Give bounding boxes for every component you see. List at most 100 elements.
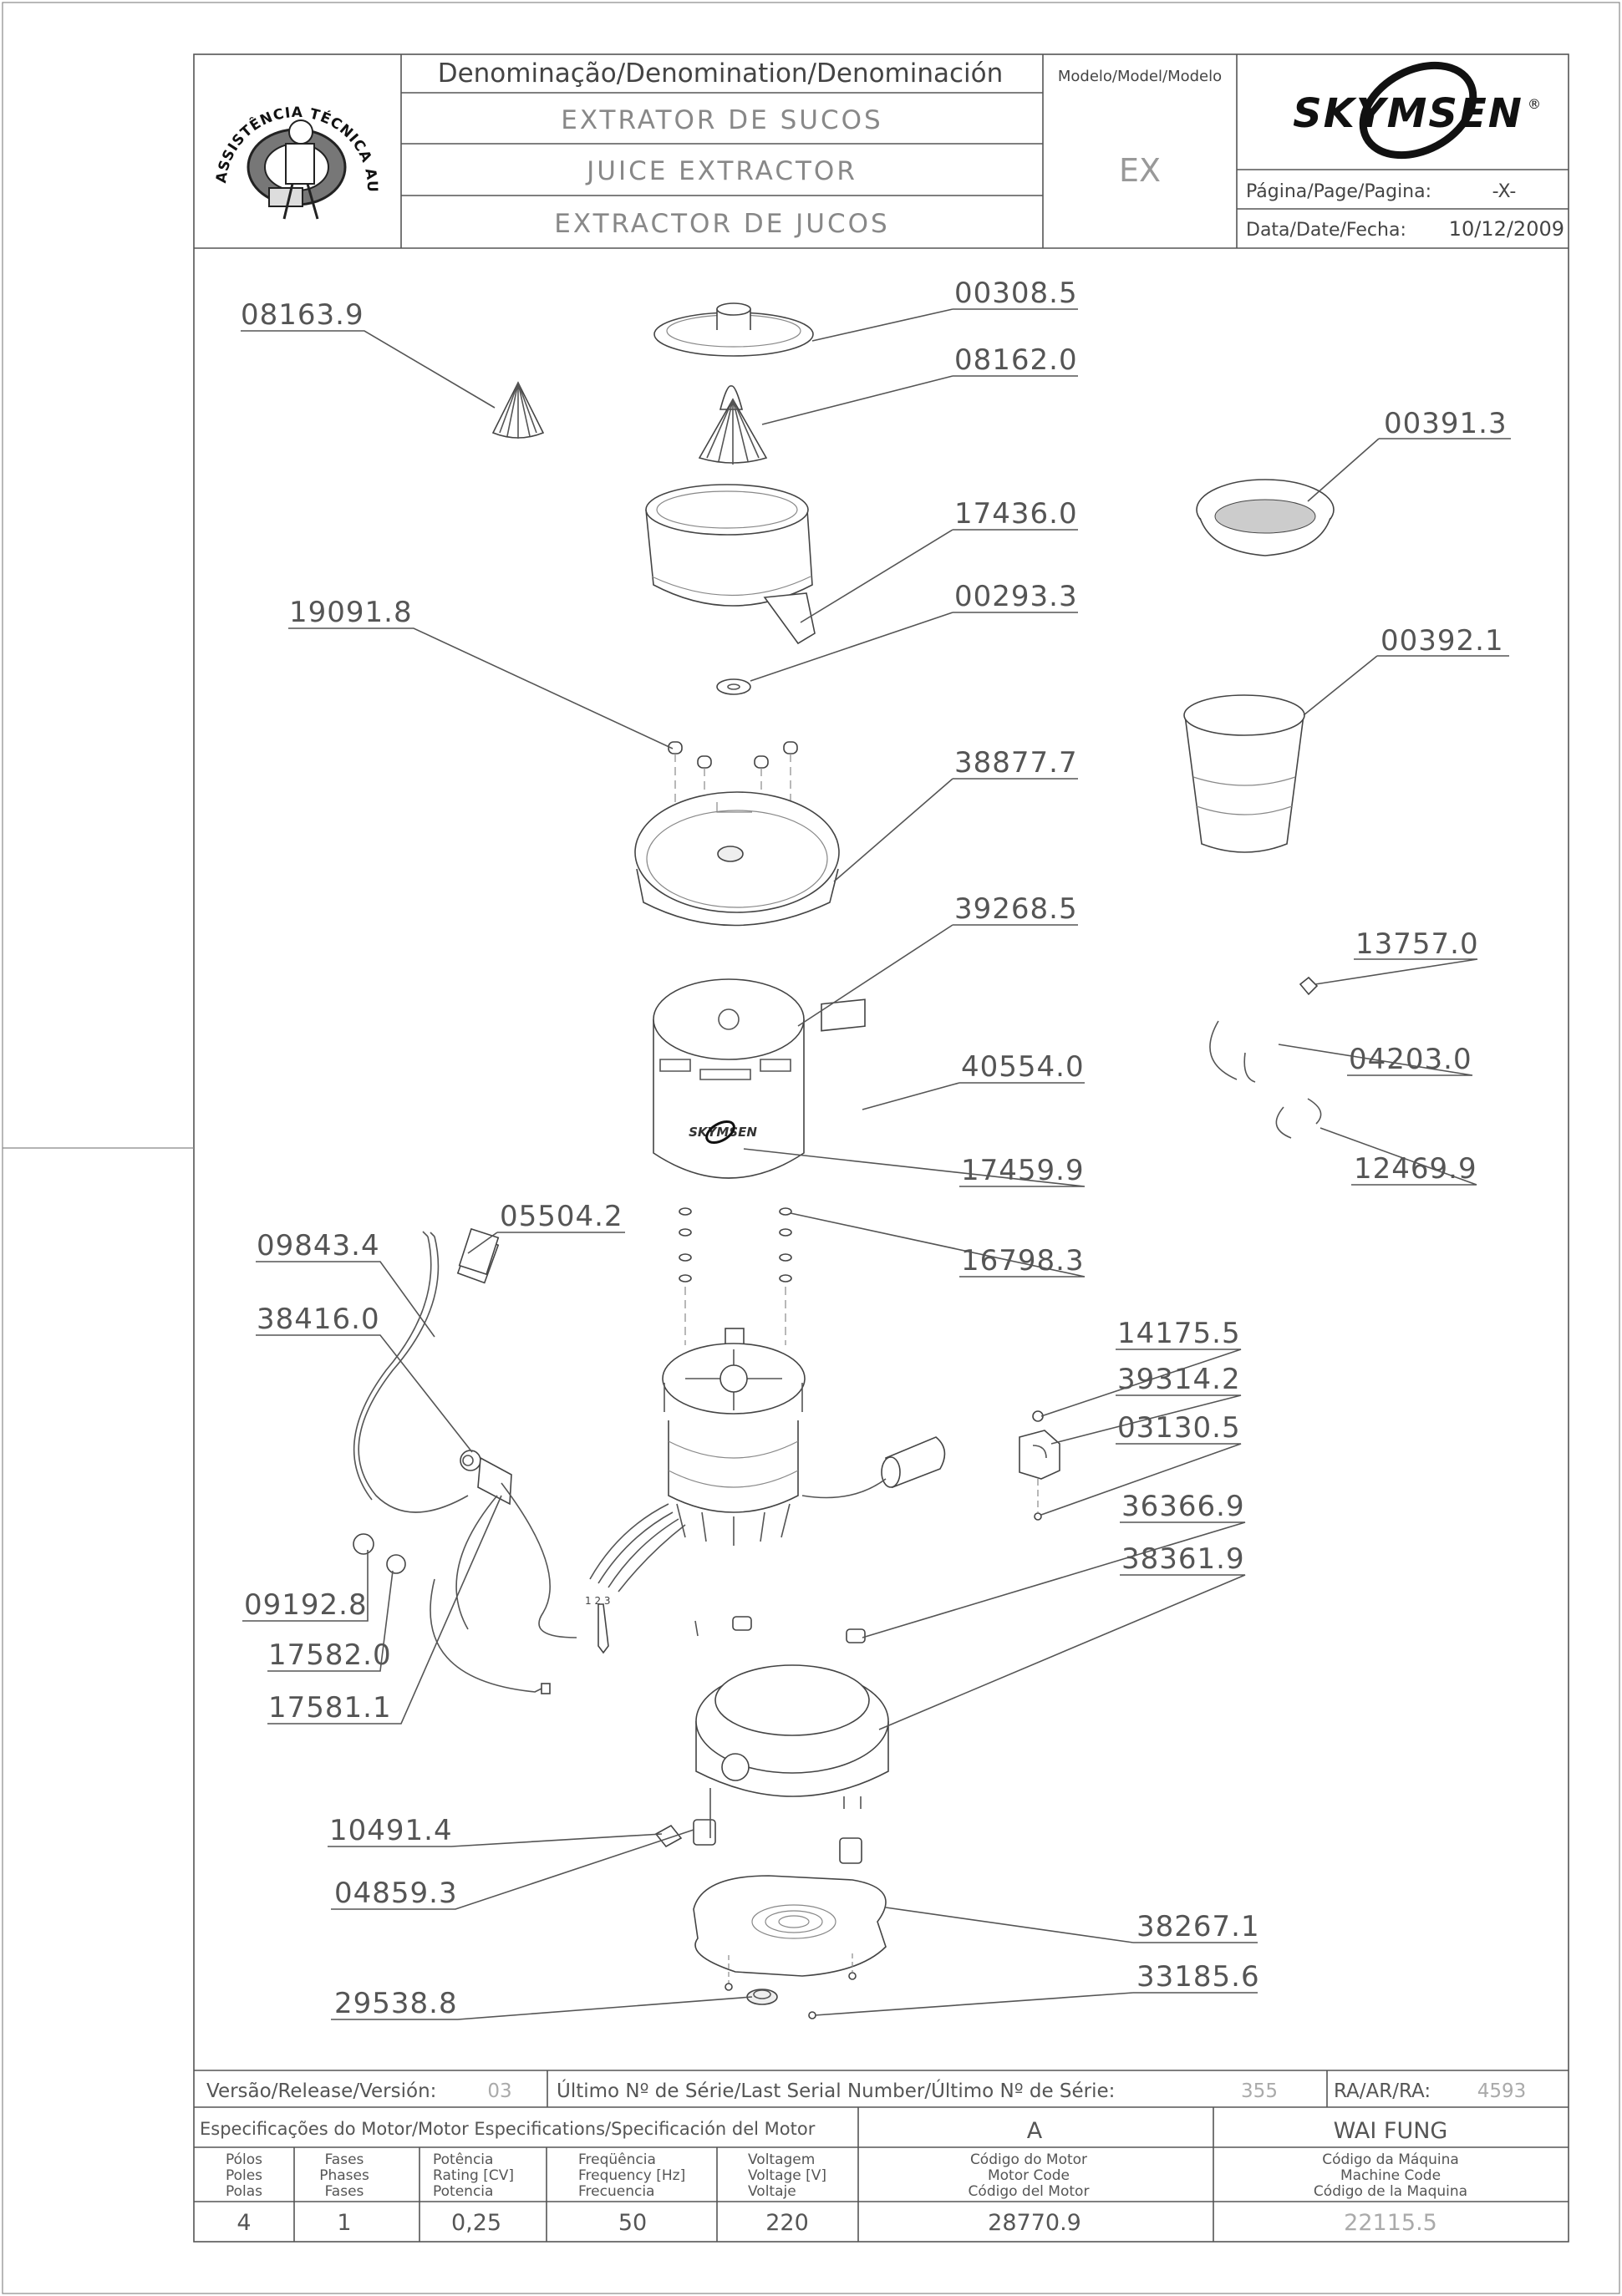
svg-text:Potencia: Potencia (433, 2183, 493, 2200)
part-label: 00392.1 (1380, 624, 1504, 658)
juice-bowl (645, 484, 816, 645)
part-label: 00293.3 (954, 580, 1078, 613)
part-label: 09192.8 (244, 1588, 368, 1622)
cable-grommet (746, 1989, 778, 2005)
motor-spec-label: Especificações do Motor/Motor Especifica… (200, 2119, 816, 2139)
lid (653, 302, 814, 357)
motor-cover: SKYMSEN (653, 978, 805, 1179)
screw (808, 2011, 816, 2019)
date-label: Data/Date/Fecha: (1246, 220, 1406, 241)
motor (662, 1328, 806, 1546)
page-value: -X- (1492, 181, 1517, 202)
terminal-numbers: 1 2 3 (585, 1595, 611, 1607)
svg-text:Rating [CV]: Rating [CV] (433, 2167, 514, 2184)
rating-value: 0,25 (451, 2210, 501, 2236)
part-labels: 08163.9 00308.5 08162.0 00391.3 17436.0 … (241, 277, 1507, 2020)
part-label: 04203.0 (1349, 1043, 1472, 1076)
svg-text:Voltaje: Voltaje (748, 2183, 796, 2200)
name-english: JUICE EXTRACTOR (585, 156, 857, 186)
version-label: Versão/Release/Versión: (206, 2080, 436, 2102)
svg-text:Código do Motor: Código do Motor (970, 2151, 1087, 2168)
part-label: 14175.5 (1117, 1317, 1241, 1350)
part-label: 29538.8 (334, 1987, 458, 2020)
name-spanish: EXTRACTOR DE JUCOS (554, 209, 889, 239)
poles-value: 4 (236, 2210, 251, 2236)
bottom-plate (693, 1875, 887, 1991)
customer-name: WAI FUNG (1334, 2118, 1448, 2144)
phases-value: 1 (337, 2210, 351, 2236)
name-portuguese: EXTRATOR DE SUCOS (561, 105, 882, 135)
part-label: 09843.4 (257, 1229, 380, 1262)
part-label: 36366.9 (1121, 1490, 1245, 1523)
model-value: EX (1119, 152, 1161, 189)
capacitor (801, 1436, 946, 1499)
spring-clip-large (1209, 1020, 1256, 1083)
spec-col-rating: Potência Rating [CV] Potencia 0,25 (433, 2151, 514, 2236)
machine-base (654, 1616, 889, 1864)
part-label: 39268.5 (954, 892, 1078, 926)
frequency-value: 50 (618, 2210, 647, 2236)
brand-logo: SKYMSEN ® (1293, 61, 1541, 160)
svg-text:Polas: Polas (226, 2183, 262, 2200)
serial-label: Último Nº de Série/Last Serial Number/Úl… (557, 2079, 1115, 2102)
mounting-bracket (1019, 1410, 1060, 1521)
svg-text:Freqüência: Freqüência (578, 2151, 656, 2168)
svg-text:Código del Motor: Código del Motor (969, 2183, 1090, 2200)
spec-col-phases: Fases Phases Fases 1 (319, 2151, 369, 2236)
pulp-cup (1183, 694, 1305, 853)
part-label: 16798.3 (961, 1244, 1085, 1278)
washer-stack (679, 1207, 792, 1345)
part-label: 38361.9 (1121, 1542, 1245, 1576)
svg-text:Pólos: Pólos (226, 2151, 262, 2168)
splash-tray (634, 791, 840, 927)
ra-value: 4593 (1477, 2080, 1527, 2102)
svg-text:Phases: Phases (319, 2167, 369, 2184)
title-block: Denominação/Denomination/Denominación Mo… (0, 0, 1569, 249)
spec-col-voltage: Voltagem Voltage [V] Voltaje 220 (748, 2151, 826, 2236)
motor-type: A (1027, 2118, 1043, 2144)
version-value: 03 (487, 2080, 511, 2102)
model-label: Modelo/Model/Modelo (1058, 68, 1222, 85)
brand-registered-mark: ® (1528, 96, 1541, 112)
part-label: 17459.9 (961, 1154, 1085, 1187)
svg-text:Potência: Potência (433, 2151, 493, 2168)
part-label: 38877.7 (954, 746, 1078, 780)
footer-block: Versão/Release/Versión: 03 Último Nº de … (194, 2070, 1569, 2242)
part-label: 40554.0 (961, 1050, 1085, 1084)
svg-text:Código da Máquina: Código da Máquina (1322, 2151, 1459, 2168)
sieve-basket (1196, 479, 1335, 556)
part-label: 08162.0 (954, 343, 1078, 377)
part-label: 38416.0 (257, 1303, 380, 1336)
part-label: 05504.2 (500, 1200, 623, 1233)
svg-text:Voltage [V]: Voltage [V] (748, 2167, 826, 2184)
part-label: 39314.2 (1117, 1363, 1241, 1396)
label-sticker (821, 998, 866, 1032)
part-label: 12469.9 (1354, 1152, 1477, 1186)
svg-text:Frequency [Hz]: Frequency [Hz] (578, 2167, 685, 2184)
retaining-clip (1299, 976, 1319, 996)
serial-value: 355 (1241, 2080, 1278, 2102)
part-label: 17436.0 (954, 497, 1078, 531)
spec-col-frequency: Freqüência Frequency [Hz] Frecuencia 50 (578, 2151, 685, 2236)
accessory-packet (458, 1227, 500, 1276)
voltage-value: 220 (765, 2210, 809, 2236)
leader-lines (241, 308, 1511, 2020)
part-label: 03130.5 (1117, 1411, 1241, 1445)
part-label: 33185.6 (1136, 1960, 1260, 1994)
part-label: 08163.9 (241, 298, 364, 332)
part-label: 19091.8 (289, 596, 413, 629)
power-cord-assembly (353, 1231, 577, 1694)
svg-text:Fases: Fases (325, 2183, 364, 2200)
spring-clip-small (1275, 1098, 1322, 1139)
denomination-label: Denominação/Denomination/Denominación (438, 58, 1004, 89)
part-label: 10491.4 (329, 1814, 453, 1847)
svg-text:Machine Code: Machine Code (1340, 2167, 1441, 2184)
spec-col-machine-code: Código da Máquina Machine Code Código de… (1314, 2151, 1467, 2236)
authorized-service-seal: ASSISTÊNCIA TÉCNICA AUTORIZADA (0, 0, 379, 220)
ra-label: RA/AR/RA: (1334, 2080, 1431, 2102)
svg-text:Fases: Fases (325, 2151, 364, 2168)
drawing-area: SKYMSEN (241, 277, 1511, 2020)
motor-wires: 1 2 3 (585, 1503, 686, 1654)
